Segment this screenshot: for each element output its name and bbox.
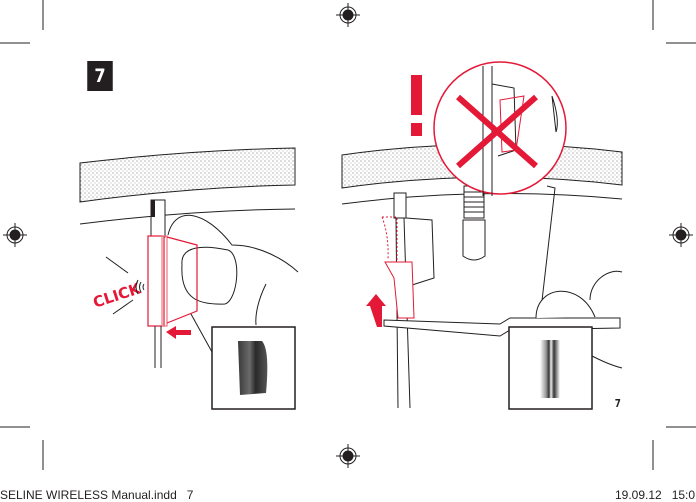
left-panel-illustration: CLICK xyxy=(79,147,299,410)
step-number-badge: 7 xyxy=(87,61,113,91)
sound-waves-icon xyxy=(135,279,145,295)
slug-timestamp: 19.09.12 15:0 xyxy=(615,488,696,502)
arrow-up-icon xyxy=(366,294,386,327)
right-panel-illustration xyxy=(341,61,623,410)
warning-exclamation-icon xyxy=(411,75,422,115)
crop-marks xyxy=(0,0,696,470)
slug-file-name: SELINE WIRELESS Manual.indd 7 xyxy=(0,488,194,502)
registration-mark-icon xyxy=(3,3,693,468)
arrow-left-icon xyxy=(166,326,191,339)
page-number: 7 xyxy=(614,397,621,410)
